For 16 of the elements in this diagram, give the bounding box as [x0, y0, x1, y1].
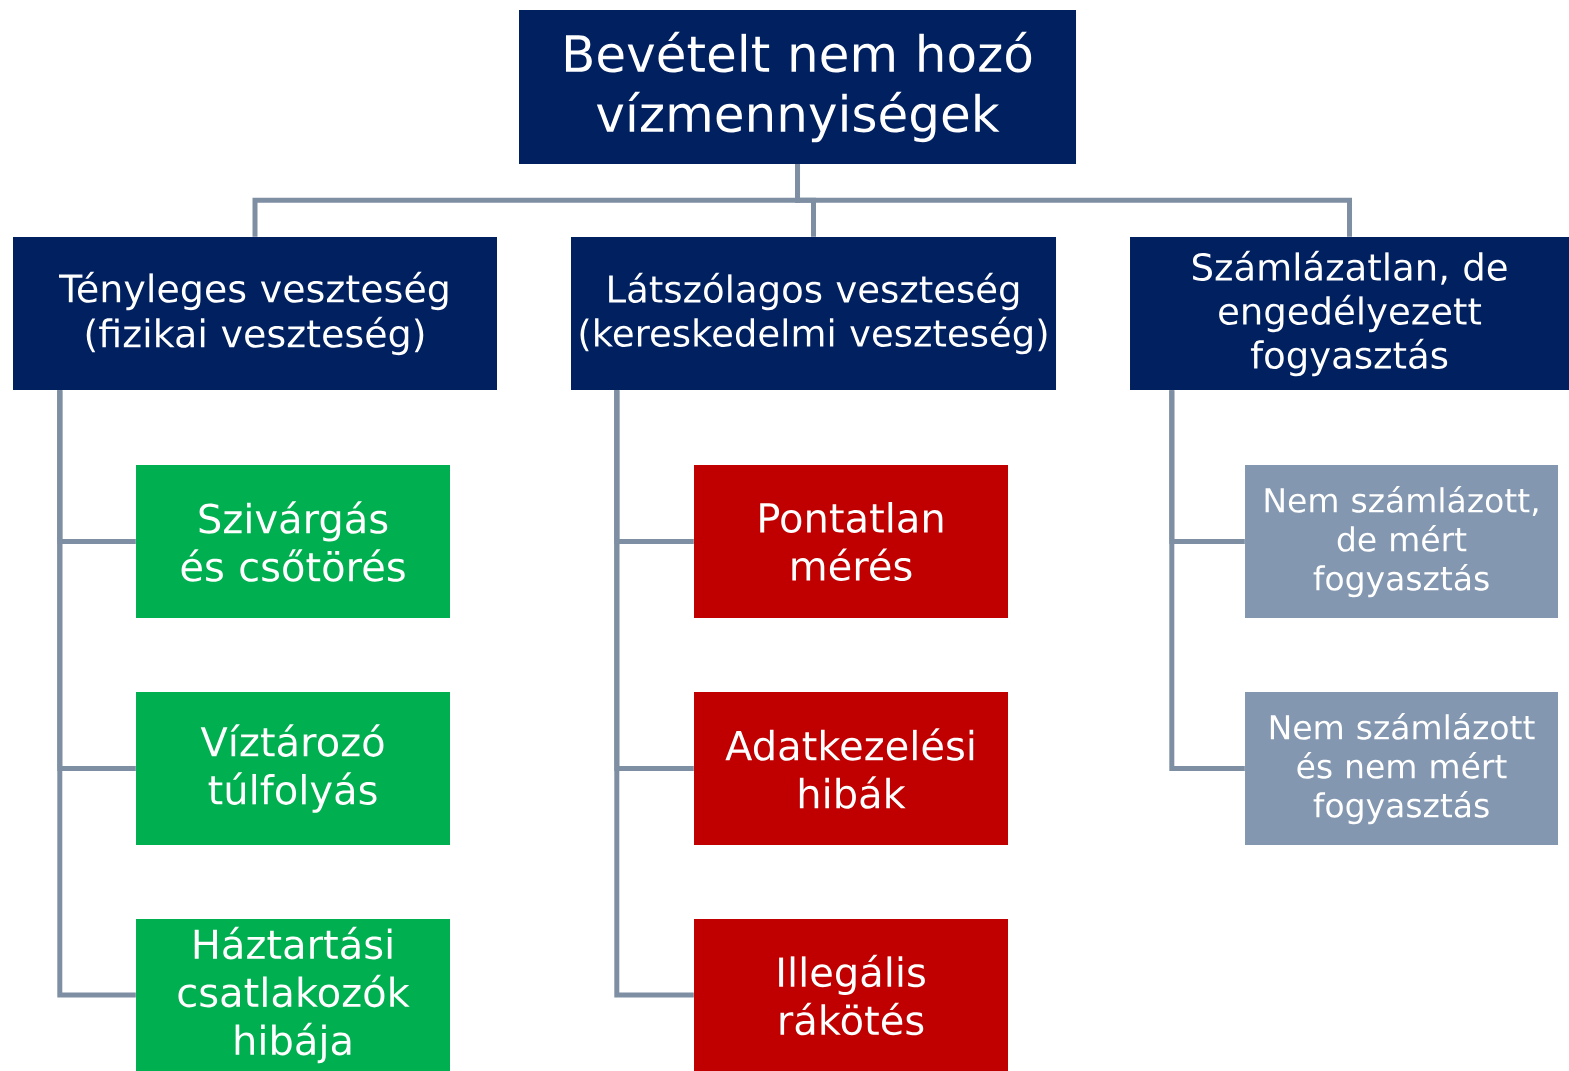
connector-line	[57, 390, 136, 998]
item-box: Nem számlázott, de mért fogyasztás	[1245, 465, 1558, 618]
connector-line	[614, 390, 694, 998]
item-box: Illegális rákötés	[694, 919, 1008, 1071]
item-box: Adatkezelési hibák	[694, 692, 1008, 845]
item-box: Nem számlázott és nem mért fogyasztás	[1245, 692, 1558, 845]
connector-line	[1169, 390, 1245, 771]
item-box: Háztartási csatlakozók hibája	[136, 919, 450, 1071]
title-box: Bevételt nem hozó vízmennyiségek	[519, 10, 1076, 164]
item-box: Víztározó túlfolyás	[136, 692, 450, 845]
item-box: Szivárgás és csőtörés	[136, 465, 450, 618]
category-box: Számlázatlan, de engedélyezett fogyasztás	[1130, 237, 1569, 390]
category-box: Tényleges veszteség (fizikai veszteség)	[13, 237, 497, 390]
item-box: Pontatlan mérés	[694, 465, 1008, 618]
connector-line	[795, 164, 1352, 237]
category-box: Látszólagos veszteség (kereskedelmi veszteség)	[571, 237, 1056, 390]
